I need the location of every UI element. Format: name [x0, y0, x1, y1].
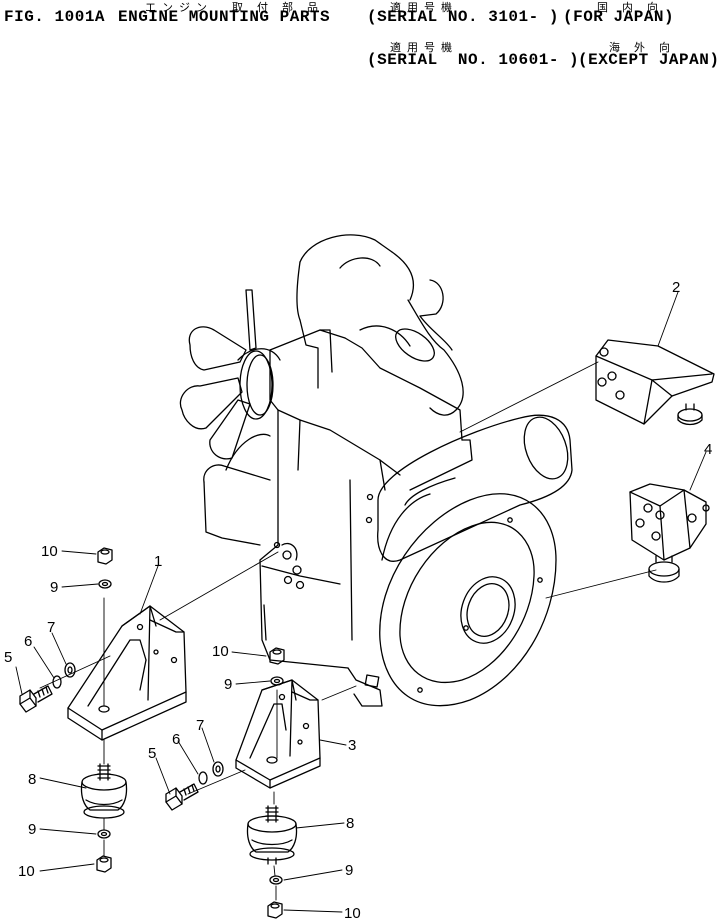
air-cleaner — [296, 234, 464, 416]
header-jp-applicable-2: 適用号機 — [390, 41, 458, 54]
callout-10-top-left: 10 — [41, 543, 58, 560]
callout-6-middle: 6 — [172, 731, 180, 748]
bracket-right — [629, 483, 710, 583]
engine-illustration — [179, 234, 573, 707]
callout-8-left: 8 — [28, 771, 36, 788]
callout-10-bottom-middle: 10 — [344, 905, 361, 922]
callout-5-middle: 5 — [148, 745, 156, 762]
nut-top-left — [97, 547, 113, 565]
assembly-lines — [39, 361, 657, 901]
engine-block — [203, 319, 473, 707]
callout-numbers: 10 9 1 2 4 5 6 7 8 9 10 10 9 5 6 7 3 8 9… — [4, 279, 712, 922]
nut-top-middle — [269, 647, 285, 665]
bolt-left — [19, 685, 53, 713]
callout-10-top-middle: 10 — [212, 643, 229, 660]
bolt-middle — [165, 783, 199, 811]
header-jp-overseas: 海外向 — [609, 41, 684, 54]
rubber-mount-middle — [246, 805, 298, 865]
flat-washer-middle — [212, 761, 224, 777]
serial-range-2: (SERIAL NO. 10601- ) — [367, 51, 580, 69]
washer-bottom-middle — [269, 875, 283, 885]
callout-2: 2 — [672, 279, 680, 296]
flywheel-housing — [379, 493, 557, 707]
bracket-upper-right — [595, 339, 715, 426]
callout-4: 4 — [704, 441, 712, 458]
callout-leaders — [15, 291, 707, 913]
flat-washer-left — [64, 662, 76, 678]
callout-9-bottom-middle: 9 — [345, 862, 353, 879]
serial-range-1: (SERIAL NO. 3101- ) — [367, 8, 559, 26]
header-jp-domestic: 国内向 — [597, 1, 672, 14]
callout-1: 1 — [154, 553, 162, 570]
header-jp-parts: 取付部品 — [232, 1, 332, 14]
lock-washer-middle — [198, 771, 208, 785]
figure-number: FIG. 1001A — [4, 8, 106, 26]
callout-3: 3 — [348, 737, 356, 754]
washer-top-left — [98, 579, 112, 589]
washer-bottom-left — [97, 829, 111, 839]
header-jp-applicable-1: 適用号機 — [390, 1, 458, 14]
muffler — [377, 414, 573, 562]
callout-10-bottom-left: 10 — [18, 863, 35, 880]
callout-7-left: 7 — [47, 619, 55, 636]
callout-9-top-left: 9 — [50, 579, 58, 596]
callout-6-left: 6 — [24, 633, 32, 650]
callout-9-top-middle: 9 — [224, 676, 232, 693]
callout-9-bottom-left: 9 — [28, 821, 36, 838]
figure-title: ENGINE MOUNTING PARTS — [118, 8, 331, 26]
bracket-left — [67, 605, 187, 741]
callout-8-middle: 8 — [346, 815, 354, 832]
rubber-mount-left — [80, 763, 128, 819]
callout-7-middle: 7 — [196, 717, 204, 734]
market-2: (EXCEPT JAPAN) — [578, 51, 720, 69]
washer-top-middle — [270, 676, 284, 686]
nut-bottom-middle — [267, 901, 283, 919]
bracket-middle — [235, 679, 321, 789]
market-1: (FOR JAPAN) — [563, 8, 675, 26]
callout-5-left: 5 — [4, 649, 12, 666]
header-jp-engine: エンジン — [145, 1, 213, 14]
nut-bottom-left — [96, 855, 112, 873]
cooling-fan — [179, 289, 281, 460]
